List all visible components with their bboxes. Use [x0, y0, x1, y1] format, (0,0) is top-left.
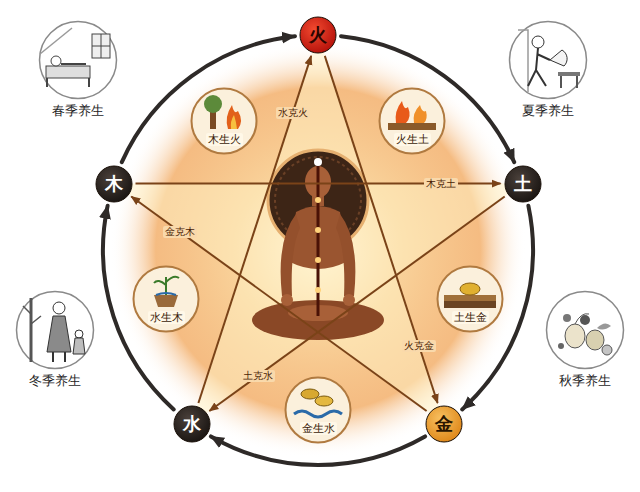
left-arm [281, 214, 300, 296]
season-outline [510, 22, 587, 99]
relation-disc [380, 89, 445, 154]
relation-arrow-label: 土克水 [241, 370, 275, 382]
element-circle: 金 [425, 405, 463, 443]
season-outline [40, 22, 117, 99]
relation-illustration [294, 389, 342, 417]
element-disc [505, 166, 541, 202]
relation-label: 火生土 [394, 133, 431, 146]
relation-arrow-label: 金克木 [163, 226, 197, 238]
relation-label: 水生木 [148, 311, 185, 324]
relation-arrow-label: 木克土 [424, 178, 458, 190]
generating-arrow [341, 36, 514, 162]
relation-illustration [154, 277, 179, 307]
season-label: 夏季养生 [508, 103, 588, 119]
energy-point [315, 287, 321, 293]
season-circle: 春季养生 [38, 20, 118, 119]
relation-circle: 水生木 [132, 265, 200, 333]
relation-circle: 火生土 [378, 87, 446, 155]
season-picture [38, 20, 118, 100]
season-label: 冬季养生 [15, 373, 95, 389]
relation-illustration [388, 101, 436, 130]
right-arm [336, 214, 355, 296]
season-outline [17, 292, 94, 369]
season-picture [545, 290, 625, 370]
element-circle: 土 [504, 165, 542, 203]
element-disc [174, 406, 210, 442]
season-label: 秋季养生 [545, 373, 625, 389]
season-label: 春季养生 [38, 103, 118, 119]
relation-arrow-label: 火克金 [402, 340, 436, 352]
element-circle: 水 [173, 405, 211, 443]
season-outline [547, 292, 624, 369]
season-illustration [40, 28, 110, 87]
energy-point [315, 197, 321, 203]
element-disc [300, 17, 336, 53]
relation-label: 木生火 [206, 133, 243, 146]
season-illustration [518, 30, 580, 92]
crown-point [314, 158, 322, 166]
element-name: 火 [309, 25, 327, 45]
pentagram-fill [114, 35, 523, 424]
element-name: 土 [514, 174, 532, 194]
relation-illustration [444, 283, 496, 308]
relation-disc [192, 89, 257, 154]
spine-channel [317, 166, 320, 316]
relation-circle: 木生火 [190, 87, 258, 155]
background-glow [110, 35, 526, 458]
relation-disc [438, 267, 503, 332]
relation-illustration [204, 95, 241, 129]
element-disc [426, 406, 462, 442]
season-picture [15, 290, 95, 370]
restraining-arrow [131, 197, 426, 412]
energy-point [315, 257, 321, 263]
energy-point [315, 227, 321, 233]
relation-arrow-label: 水克火 [276, 107, 310, 119]
season-circle: 冬季养生 [15, 290, 95, 389]
element-name: 水 [183, 414, 201, 434]
element-disc [96, 166, 132, 202]
left-hand [281, 294, 293, 306]
restraining-arrow [209, 197, 504, 412]
element-circle: 木 [95, 165, 133, 203]
relation-disc [286, 378, 351, 443]
season-illustration [23, 298, 85, 362]
element-name: 金 [435, 414, 453, 434]
relation-circle: 金生水 [284, 376, 352, 444]
season-illustration [558, 314, 612, 355]
relation-label: 金生水 [300, 422, 337, 435]
element-circle: 火 [299, 16, 337, 54]
relation-label: 土生金 [452, 311, 489, 324]
relation-disc [134, 267, 199, 332]
season-circle: 夏季养生 [508, 20, 588, 119]
generating-arrow [122, 36, 295, 162]
season-circle: 秋季养生 [545, 290, 625, 389]
relation-circle: 土生金 [436, 265, 504, 333]
season-picture [508, 20, 588, 100]
right-hand [343, 294, 355, 306]
element-name: 木 [105, 174, 123, 194]
